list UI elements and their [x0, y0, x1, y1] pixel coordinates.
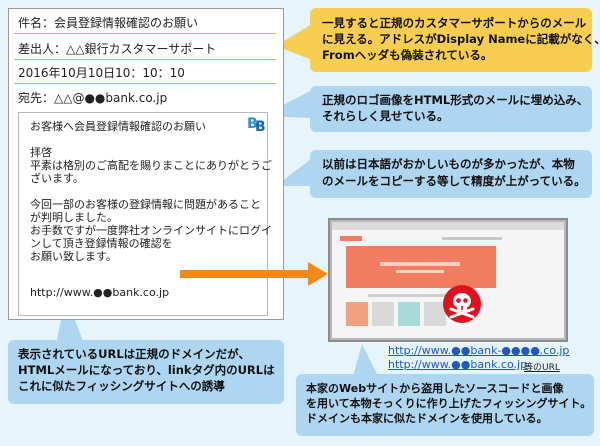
pointer-sender — [276, 24, 312, 60]
email-subject: 件名：会員登録情報確認のお願い — [18, 16, 199, 30]
callout-text: のメールをコピーする等して精度が上がっている。 — [322, 174, 586, 188]
body-line: 拝啓 — [30, 146, 52, 159]
site-card — [424, 302, 446, 326]
site-card — [372, 302, 394, 326]
site-logo-mark — [340, 236, 362, 241]
url-note: 等のURL — [524, 363, 560, 373]
site-nav-bar — [442, 237, 502, 240]
phishing-email-panel — [8, 8, 284, 320]
body-line: ンして頂き登録情報の確認を — [30, 237, 173, 250]
site-banner-line — [396, 270, 444, 273]
pointer-link — [56, 296, 84, 344]
body-line: 平素は格別のご高配を賜りまことにありがとうご — [30, 159, 272, 172]
callout-sender-spoof — [310, 8, 592, 72]
site-card — [346, 302, 368, 326]
body-line: 今回一部のお客様の登録情報に問題があること — [30, 198, 261, 211]
body-line: お手数ですが一度弊社オンラインサイトにログイ — [30, 224, 272, 237]
header-divider — [14, 33, 276, 34]
pointer-accuracy — [276, 158, 312, 186]
redirect-arrow — [180, 262, 328, 286]
svg-text:B: B — [247, 116, 258, 132]
body-line: ざいます。 — [30, 172, 84, 185]
email-to: 宛先：△△@●●bank.co.jp — [18, 91, 168, 105]
pointer-site — [352, 344, 380, 380]
callout-text: HTMLメールになっており、linkタグ内のURLは — [18, 363, 275, 377]
email-link[interactable]: http://www.●●bank.co.jp — [30, 286, 170, 299]
callout-text: Fromヘッダも偽装されている。 — [322, 48, 493, 62]
callout-text: それらしく見せている。 — [322, 109, 449, 123]
header-divider — [14, 83, 276, 84]
callout-text: 表示されているURLは正規のドメインだが、 — [18, 347, 250, 361]
callout-text: ドメインも本家に似たドメインを使用している。 — [306, 412, 548, 425]
email-body — [18, 112, 268, 316]
callout-text: 以前は日本語がおかしいものが多かったが、本物 — [322, 157, 575, 171]
callout-text: 一見すると正規のカスタマーサポートからのメール — [322, 16, 587, 30]
callout-text: を用いて本物そっくりに作り上げたフィッシングサイト。 — [306, 397, 592, 410]
callout-text: に見える。アドレスがDisplay Nameに記載がなく、 — [322, 32, 600, 46]
body-line: が判明しました。 — [30, 211, 118, 224]
site-banner-line — [380, 262, 460, 266]
callout-fake-site — [296, 374, 594, 436]
body-line: お客様へ会員登録情報確認のお願い — [30, 120, 206, 133]
skull-crossbones-icon — [443, 285, 481, 323]
callout-text: 正規のロゴ画像をHTML形式のメールに埋め込み、 — [322, 93, 589, 107]
callout-text: 本家のWebサイトから盗用したソースコードと画像 — [306, 382, 564, 395]
callout-text: これに似たフィッシングサイトへの誘導 — [18, 379, 225, 393]
email-date: 2016年10月10日10：10：10 — [18, 66, 185, 80]
body-line: お願い致します。 — [30, 250, 117, 263]
callout-logo-html — [310, 86, 592, 132]
svg-text:B: B — [255, 119, 266, 132]
site-text-line — [368, 294, 472, 297]
bank-logo-icon: B B — [247, 114, 267, 136]
site-card — [398, 302, 420, 326]
callout-accuracy — [310, 150, 592, 198]
header-divider — [14, 59, 276, 60]
site-browser-bar — [332, 222, 564, 230]
callout-link-url — [8, 340, 284, 404]
fake-url[interactable]: http://www.●●bank-●●●●.co.jp — [388, 344, 570, 357]
real-url[interactable]: http://www.●●bank.co.jp — [388, 358, 528, 371]
email-sender: 差出人：△△銀行カスタマーサポート — [18, 42, 217, 56]
site-banner — [346, 246, 496, 288]
